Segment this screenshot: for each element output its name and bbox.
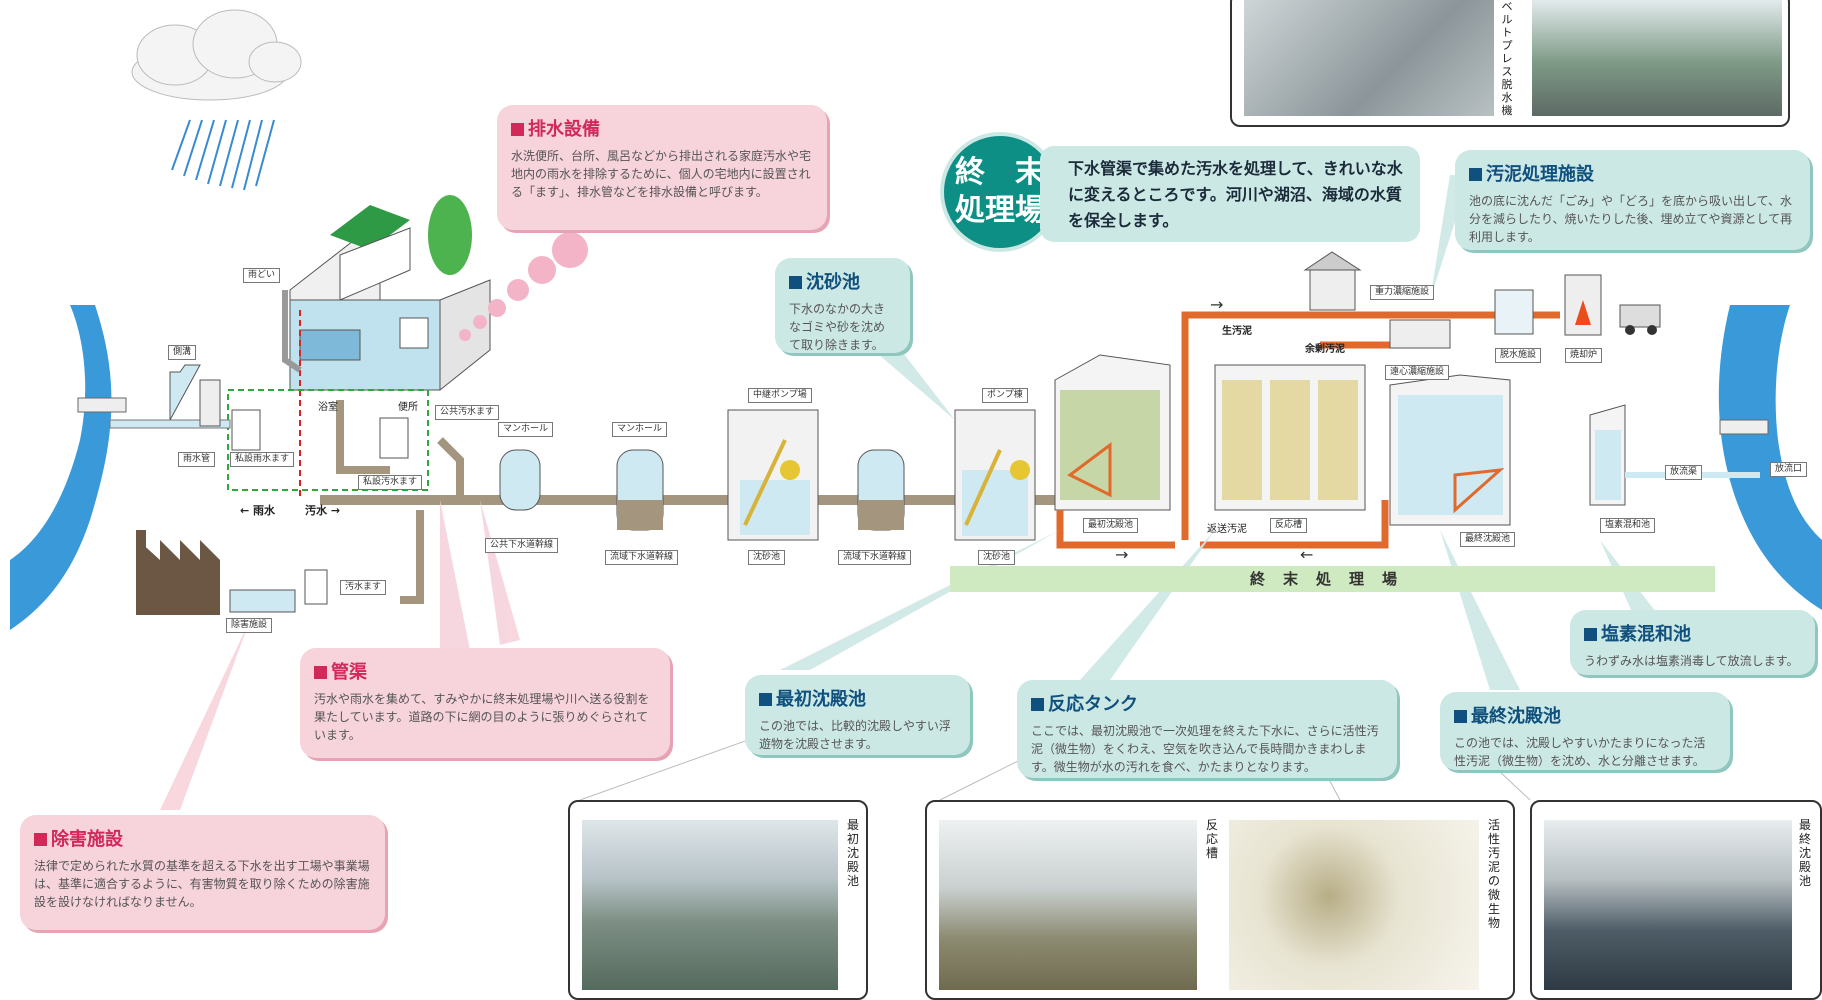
label-jogai: 除害施設 <box>226 618 273 633</box>
label-amadoi: 雨どい <box>243 268 281 283</box>
label-chinsachi-2: 沈砂池 <box>978 550 1016 565</box>
label-enso: 塩素混和池 <box>1600 518 1656 533</box>
plant-photo <box>1532 0 1782 116</box>
label-chinsachi-1: 沈砂池 <box>748 550 786 565</box>
callout-sludge-title: 汚泥処理施設 <box>1469 160 1796 186</box>
label-chuukei-pump: 中継ポンプ場 <box>748 388 812 403</box>
photo-primary-frame: 最初沈殿池 <box>568 800 868 1000</box>
callout-grit-title: 沈砂池 <box>789 268 896 294</box>
callout-primary-text: この池では、比較的沈殿しやすい浮遊物を沈殿させます。 <box>759 719 951 751</box>
callout-final: 最終沈殿池 この池では、沈殿しやすいかたまりになった活性汚泥（微生物）を沈め、水… <box>1440 692 1730 770</box>
callout-final-text: この池では、沈殿しやすいかたまりになった活性汚泥（微生物）を沈め、水と分離させま… <box>1454 736 1706 768</box>
label-nama-odei: 生汚泥 <box>1222 326 1252 337</box>
factory-illustration <box>136 530 220 615</box>
label-benjo: 便所 <box>398 402 418 413</box>
microbe-photo-caption: 活性汚泥の微生物 <box>1487 818 1500 930</box>
plant-band-label: 終末処理場 <box>950 566 1715 592</box>
photo-reaction-frame: 反応槽 活性汚泥の微生物 <box>925 800 1515 1000</box>
callout-grit: 沈砂池 下水のなかの大きなゴミや砂を沈めて取り除きます。 <box>775 258 910 353</box>
label-shisetsu-osui: 私設汚水ます <box>358 475 423 490</box>
label-shoukyaku: 焼却炉 <box>1565 348 1603 363</box>
callout-reaction: 反応タンク ここでは、最初沈殿池で一次処理を終えた下水に、さらに活性汚泥（微生物… <box>1017 680 1397 778</box>
callout-sludge: 汚泥処理施設 池の底に沈んだ「ごみ」や「どろ」を底から吸い出して、水分を減らした… <box>1455 150 1810 250</box>
label-manhole-2: マンホール <box>612 422 668 437</box>
callout-drainage-title: 排水設備 <box>511 115 813 141</box>
callout-sewer-title: 管渠 <box>314 658 656 684</box>
label-ryuiki-kansen-2: 流域下水道幹線 <box>838 550 912 565</box>
label-hannou: 反応槽 <box>1270 518 1308 533</box>
svg-text:→: → <box>1115 545 1128 564</box>
callout-grit-text: 下水のなかの大きなゴミや砂を沈めて取り除きます。 <box>789 302 886 352</box>
callout-primary: 最初沈殿池 この池では、比較的沈殿しやすい浮遊物を沈殿させます。 <box>745 675 970 755</box>
cloud-icon <box>131 9 302 101</box>
label-furoba: 浴室 <box>318 402 338 413</box>
callout-detox: 除害施設 法律で定められた水質の基準を超える下水を出す工場や事業場は、基準に適合… <box>20 815 385 930</box>
label-saishuu: 最終沈殿池 <box>1460 532 1516 547</box>
photo-strip-top: ベルトプレス脱水機 <box>1230 0 1790 127</box>
callout-sewer-text: 汚水や雨水を集めて、すみやかに終末処理場や川へ送る役割を果たしています。道路の下… <box>314 692 650 742</box>
label-usuikan: 雨水管 <box>178 452 216 467</box>
rain-icon <box>171 119 275 191</box>
svg-text:←: ← <box>1300 545 1313 564</box>
label-shisetsu-usui: 私設雨水ます <box>230 452 295 467</box>
callout-sewer: 管渠 汚水や雨水を集めて、すみやかに終末処理場や川へ送る役割を果たしています。道… <box>300 648 670 758</box>
facility-circle-text: 終 末 処理場 <box>955 155 1045 228</box>
callout-detox-text: 法律で定められた水質の基準を超える下水を出す工場や事業場は、基準に適合するように… <box>34 859 370 909</box>
belt-press-photo <box>1244 0 1494 116</box>
label-osui-masu: 汚水ます <box>340 580 387 595</box>
callout-chlorine-title: 塩素混和池 <box>1584 620 1801 646</box>
final-photo <box>1544 820 1792 990</box>
label-manhole-1: マンホール <box>498 422 554 437</box>
label-saisho: 最初沈殿池 <box>1083 518 1139 533</box>
label-dassui: 脱水施設 <box>1495 348 1542 363</box>
river-right <box>1718 305 1822 610</box>
callout-reaction-title: 反応タンク <box>1031 690 1383 716</box>
label-yojou-odei: 余剰汚泥 <box>1305 344 1345 355</box>
callout-chlorine: 塩素混和池 うわずみ水は塩素消毒して放流します。 <box>1570 610 1815 675</box>
final-photo-caption: 最終沈殿池 <box>1798 818 1811 888</box>
label-pump-jo: ポンプ棟 <box>982 388 1028 403</box>
microbe-photo <box>1229 820 1479 990</box>
river-left <box>10 305 112 630</box>
house-illustration <box>289 195 491 500</box>
label-ryuiki-kansen-1: 流域下水道幹線 <box>605 550 679 565</box>
label-houryuu-kyo: 放流渠 <box>1665 465 1703 480</box>
svg-text:→: → <box>1210 295 1223 314</box>
label-houryuu-ko: 放流口 <box>1770 462 1808 477</box>
label-koukyou-osui: 公共汚水ます <box>435 405 500 420</box>
callout-drainage: 排水設備 水洗便所、台所、風呂などから排出される家庭汚水や宅地内の雨水を排除する… <box>497 105 827 230</box>
reaction-photo-caption: 反応槽 <box>1205 818 1218 860</box>
label-koukyou-kansen: 公共下水道幹線 <box>485 538 559 553</box>
callout-chlorine-text: うわずみ水は塩素消毒して放流します。 <box>1584 654 1799 668</box>
label-juuryoku: 重力濃縮施設 <box>1370 285 1435 300</box>
callout-drainage-text: 水洗便所、台所、風呂などから排出される家庭汚水や宅地内の雨水を排除するために、個… <box>511 149 812 199</box>
facility-description: 下水管渠で集めた汚水を処理して、きれいな水に変えるところです。河川や湖沼、海域の… <box>1040 146 1420 242</box>
label-rain: ← 雨水 <box>240 504 276 517</box>
label-enshin: 遠心濃縮施設 <box>1385 365 1450 380</box>
callout-reaction-text: ここでは、最初沈殿池で一次処理を終えた下水に、さらに活性汚泥（微生物）をくわえ、… <box>1031 724 1379 774</box>
callout-primary-title: 最初沈殿池 <box>759 685 956 711</box>
belt-press-caption: ベルトプレス脱水機 <box>1501 0 1513 117</box>
label-hensou: 返送汚泥 <box>1207 524 1247 535</box>
primary-photo-caption: 最初沈殿池 <box>846 818 859 888</box>
callout-final-title: 最終沈殿池 <box>1454 702 1716 728</box>
reaction-photo <box>939 820 1197 990</box>
callout-sludge-text: 池の底に沈んだ「ごみ」や「どろ」を底から吸い出して、水分を減らしたり、焼いたりし… <box>1469 194 1793 244</box>
label-sewage: 汚水 → <box>305 504 341 517</box>
photo-final-frame: 最終沈殿池 <box>1530 800 1822 1000</box>
primary-photo <box>582 820 838 990</box>
label-sokko: 側溝 <box>168 345 197 360</box>
callout-detox-title: 除害施設 <box>34 825 371 851</box>
